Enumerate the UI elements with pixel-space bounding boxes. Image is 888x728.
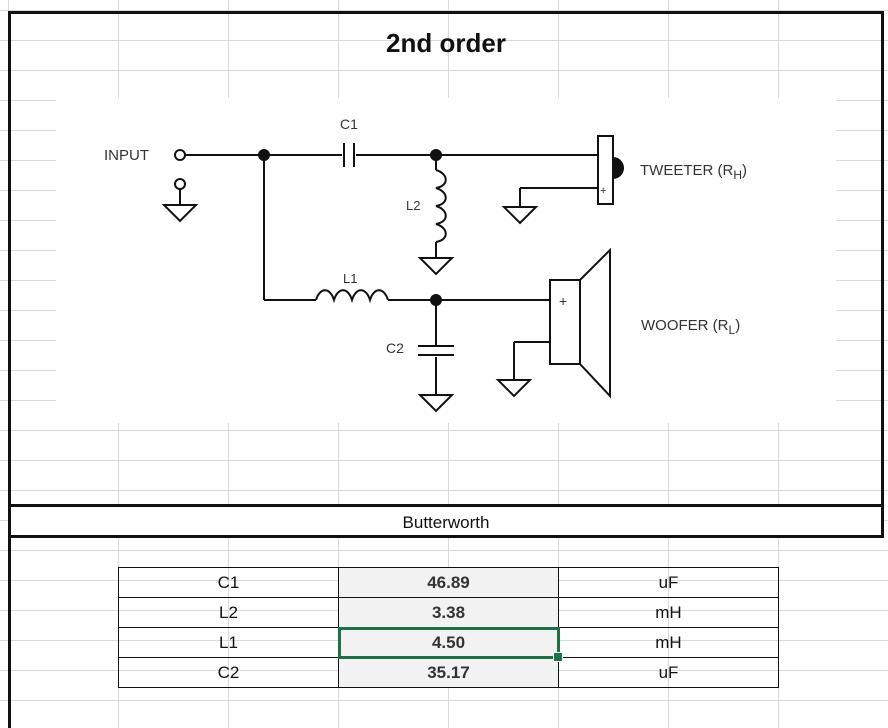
filter-type-label: Butterworth (402, 513, 490, 532)
component-value-cell[interactable]: 35.17 (338, 657, 559, 688)
component-unit-cell[interactable]: mH (558, 597, 779, 628)
component-value-cell[interactable]: 3.38 (338, 597, 559, 628)
component-unit-cell[interactable]: mH (558, 627, 779, 658)
table-row: C1 46.89 uF (118, 567, 779, 598)
component-name-cell[interactable]: C1 (118, 567, 339, 598)
fill-handle[interactable] (553, 652, 563, 662)
component-values-table: C1 46.89 uF L2 3.38 mH L1 4.50 mH C2 35.… (118, 567, 779, 688)
component-value-cell[interactable]: 46.89 (338, 567, 559, 598)
results-section (8, 537, 884, 728)
page-title: 2nd order (386, 28, 506, 58)
component-name-cell[interactable]: L1 (118, 627, 339, 658)
table-row: L1 4.50 mH (118, 626, 779, 662)
title-section: 2nd order (8, 11, 884, 91)
table-row: C2 35.17 uF (118, 657, 779, 688)
component-unit-cell[interactable]: uF (558, 567, 779, 598)
component-name-cell[interactable]: C2 (118, 657, 339, 688)
filter-type-row[interactable]: Butterworth (8, 504, 884, 538)
component-name-cell[interactable]: L2 (118, 597, 339, 628)
circuit-diagram-background (56, 98, 836, 423)
selected-value-text: 4.50 (431, 632, 466, 652)
table-row: L2 3.38 mH (118, 597, 779, 628)
component-unit-cell[interactable]: uF (558, 657, 779, 688)
diagram-section (8, 90, 884, 504)
selected-value-cell[interactable]: 4.50 (337, 626, 563, 662)
